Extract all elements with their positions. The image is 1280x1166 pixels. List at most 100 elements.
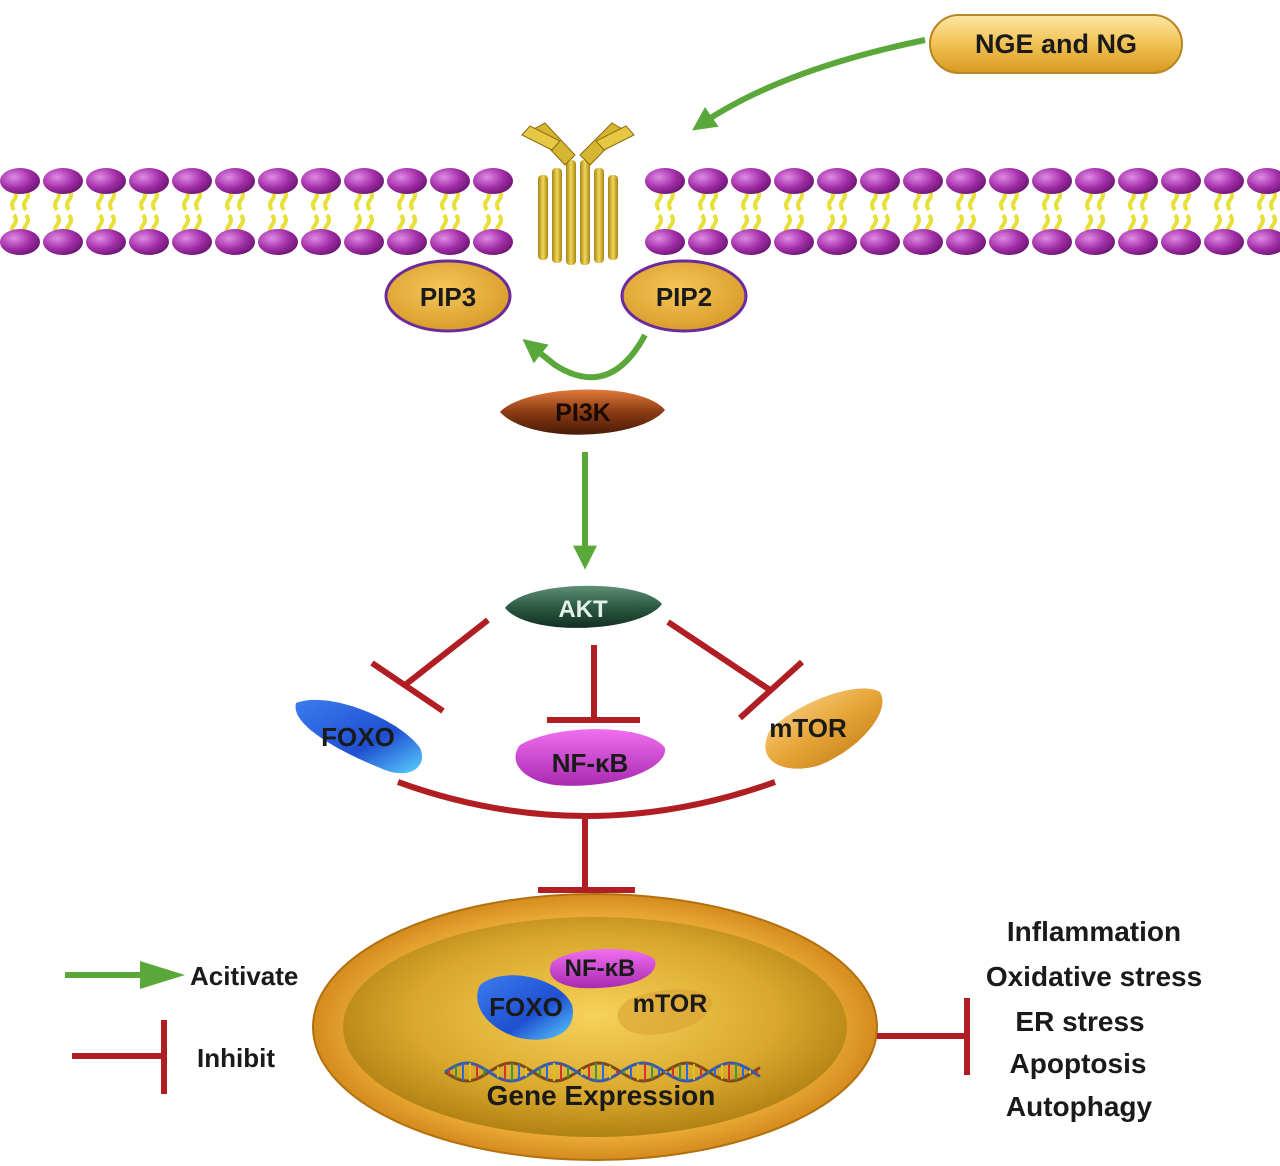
pip3-node: PIP3	[384, 259, 512, 333]
lipid-head	[817, 168, 857, 194]
lipid-head	[774, 229, 814, 255]
legend-inhibit: Inhibit	[72, 1020, 275, 1094]
lipid-head	[0, 168, 40, 194]
outcome-item: Inflammation	[1007, 916, 1181, 947]
outcome-item: ER stress	[1015, 1006, 1144, 1037]
lipid-head	[86, 229, 126, 255]
svg-text:NF-κB: NF-κB	[552, 748, 629, 778]
nucleus-nfkb-node: NF-κB	[549, 948, 656, 989]
svg-text:FOXO: FOXO	[321, 722, 395, 752]
inhibit-nucleus-outcomes	[877, 998, 970, 1075]
lipid-head	[731, 229, 771, 255]
nucleus-mtor-node: mTOR	[617, 989, 713, 1035]
lipid-head	[989, 229, 1029, 255]
lipid-head	[387, 229, 427, 255]
svg-text:AKT: AKT	[558, 596, 608, 623]
lipid-head	[430, 168, 470, 194]
lipid-head	[1118, 168, 1158, 194]
cell-membrane	[0, 168, 1280, 255]
lipid-head	[215, 229, 255, 255]
lipid-head	[43, 168, 83, 194]
lipid-head	[0, 229, 40, 255]
lipid-head	[43, 229, 83, 255]
legend-activate: Acitivate	[65, 961, 298, 991]
lipid-head	[1032, 168, 1072, 194]
activation-arrow-stimulus-receptor	[692, 37, 926, 131]
inhibit-akt-foxo	[370, 617, 490, 714]
outcomes-list: Inflammation Oxidative stress ER stress …	[986, 916, 1202, 1122]
nfkb-node: NF-κB	[515, 729, 666, 786]
nucleus	[312, 893, 878, 1161]
lipid-head	[946, 168, 986, 194]
lipid-head	[1161, 168, 1201, 194]
lipid-head	[731, 168, 771, 194]
lipid-head	[860, 229, 900, 255]
lipid-head	[1161, 229, 1201, 255]
svg-text:NF-κB: NF-κB	[565, 955, 636, 982]
lipid-head	[129, 229, 169, 255]
lipid-head	[258, 168, 298, 194]
legend-activate-label: Acitivate	[190, 961, 298, 991]
lipid-head	[172, 168, 212, 194]
legend: Acitivate Inhibit	[65, 961, 298, 1094]
svg-text:PIP2: PIP2	[656, 282, 712, 312]
pip2-node: PIP2	[620, 259, 748, 333]
lipid-head	[860, 168, 900, 194]
legend-inhibit-label: Inhibit	[197, 1043, 275, 1073]
lipid-head	[688, 229, 728, 255]
activation-arrow-pip2-pip3	[522, 333, 648, 381]
lipid-head	[1075, 229, 1115, 255]
lipid-head	[1075, 168, 1115, 194]
lipid-head	[301, 168, 341, 194]
lipid-head	[1247, 168, 1280, 194]
lipid-head	[301, 229, 341, 255]
svg-text:PI3K: PI3K	[555, 399, 611, 427]
outcome-item: Oxidative stress	[986, 961, 1202, 992]
lipid-head	[1204, 229, 1244, 255]
lipid-head	[645, 168, 685, 194]
lipid-head	[645, 229, 685, 255]
dna-helix-icon	[444, 1061, 761, 1083]
lipid-head	[86, 168, 126, 194]
lipid-head	[688, 168, 728, 194]
lipid-head	[1247, 229, 1280, 255]
lipid-head	[172, 229, 212, 255]
membrane-receptor-icon	[521, 122, 635, 265]
outcome-item: Apoptosis	[1010, 1048, 1147, 1079]
stimulus-node: NGE and NG	[929, 14, 1183, 74]
lipid-head	[946, 229, 986, 255]
mtor-node: mTOR	[765, 688, 883, 769]
lipid-head	[129, 168, 169, 194]
lipid-head	[1032, 229, 1072, 255]
lipid-head	[215, 168, 255, 194]
lipid-head	[473, 229, 513, 255]
foxo-node: FOXO	[295, 699, 423, 774]
akt-node: AKT	[505, 585, 662, 628]
lipid-head	[817, 229, 857, 255]
svg-text:FOXO: FOXO	[489, 992, 563, 1022]
gene-expression-label: Gene Expression	[487, 1080, 716, 1111]
lipid-head	[473, 168, 513, 194]
lipid-head	[258, 229, 298, 255]
inhibit-targets-nucleus	[396, 779, 777, 893]
lipid-head	[387, 168, 427, 194]
lipid-head	[989, 168, 1029, 194]
outcome-item: Autophagy	[1006, 1091, 1153, 1122]
nucleus-foxo-node: FOXO	[477, 975, 573, 1040]
lipid-head	[1118, 229, 1158, 255]
lipid-head	[344, 229, 384, 255]
lipid-head	[903, 229, 943, 255]
svg-text:mTOR: mTOR	[769, 713, 847, 743]
stimulus-label: NGE and NG	[975, 29, 1137, 59]
lipid-head	[430, 229, 470, 255]
inhibit-akt-nfkb	[547, 645, 640, 723]
lipid-head	[903, 168, 943, 194]
lipid-head	[1204, 168, 1244, 194]
inhibit-akt-mtor	[666, 619, 805, 721]
svg-text:mTOR: mTOR	[633, 990, 708, 1018]
lipid-head	[344, 168, 384, 194]
svg-text:PIP3: PIP3	[420, 282, 476, 312]
pi3k-node: PI3K	[500, 389, 665, 435]
lipid-head	[774, 168, 814, 194]
